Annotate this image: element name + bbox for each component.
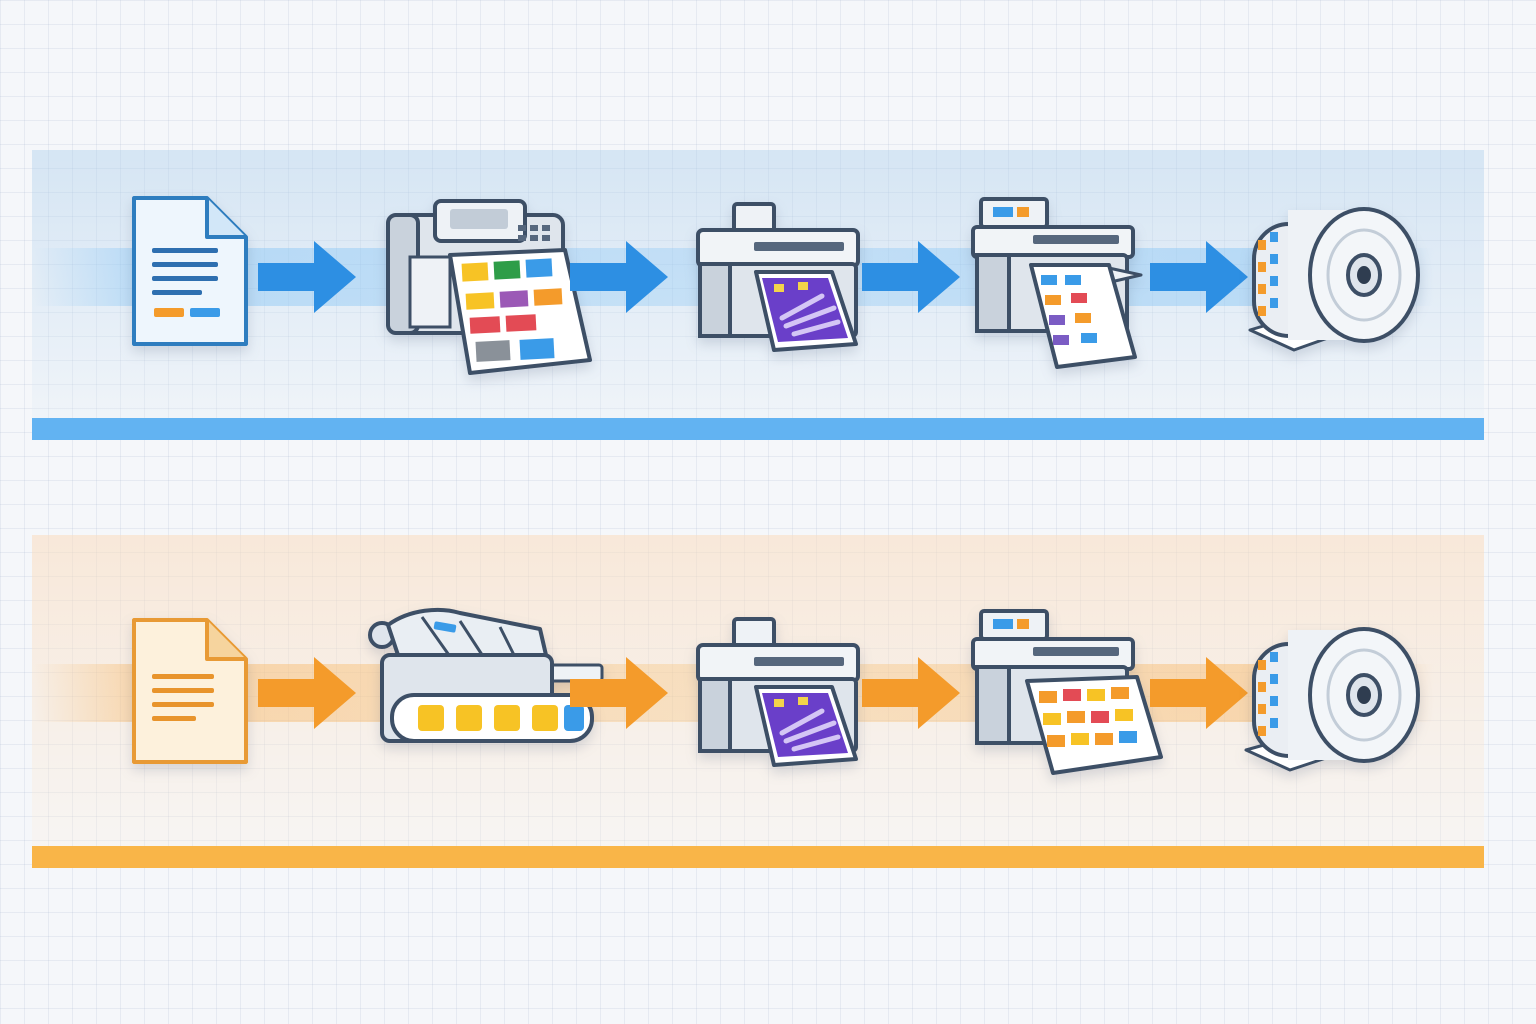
flow-arrow [862,653,962,733]
label-printer-icon [965,195,1145,370]
printer-icon [380,195,592,380]
flow-arrow [1150,653,1250,733]
flow-arrow [570,653,670,733]
flow-arrow [1150,237,1250,317]
label-roll-icon [1240,200,1430,360]
document-icon [120,188,260,358]
label-roll-icon [1240,620,1430,780]
flow-arrow [258,237,358,317]
flow-arrow [570,237,670,317]
inkjet-printer-icon [690,200,865,355]
document-icon [120,612,260,772]
flow-arrow [862,237,962,317]
roll-press-icon [360,605,605,750]
lane-baseline [32,846,1484,868]
flow-arrow [258,653,358,733]
label-printer-icon [965,607,1165,782]
inkjet-printer-icon [690,615,865,770]
lane-baseline [32,418,1484,440]
